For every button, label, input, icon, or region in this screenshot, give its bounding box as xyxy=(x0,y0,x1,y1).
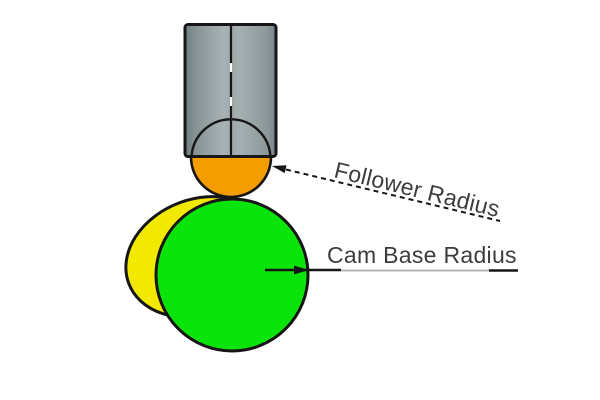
follower-radius-leader xyxy=(272,165,501,222)
cam-base-circle xyxy=(154,197,310,353)
follower-leader-arrowhead xyxy=(272,165,287,174)
cam-radius-arrowhead xyxy=(294,265,309,275)
cam-base-radius-leader xyxy=(265,265,518,275)
cam-base-radius-label: Cam Base Radius xyxy=(327,242,517,268)
follower-radius-label: Follower Radius xyxy=(332,157,503,222)
follower-leader-dashed-line xyxy=(285,168,501,222)
